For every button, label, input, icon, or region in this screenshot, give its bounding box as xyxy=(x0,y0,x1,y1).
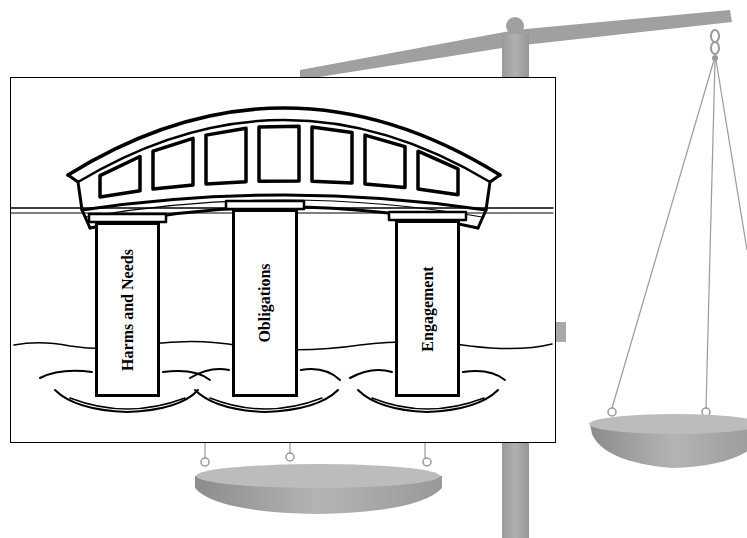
pillar-label: Harms and Needs xyxy=(119,249,137,371)
pillar-label: Engagement xyxy=(419,266,437,351)
pillar-obligations: Obligations xyxy=(232,209,298,397)
pillar-label: Obligations xyxy=(256,263,274,342)
pillar-engagement: Engagement xyxy=(395,220,460,397)
pillar-harms: Harms and Needs xyxy=(95,222,160,397)
